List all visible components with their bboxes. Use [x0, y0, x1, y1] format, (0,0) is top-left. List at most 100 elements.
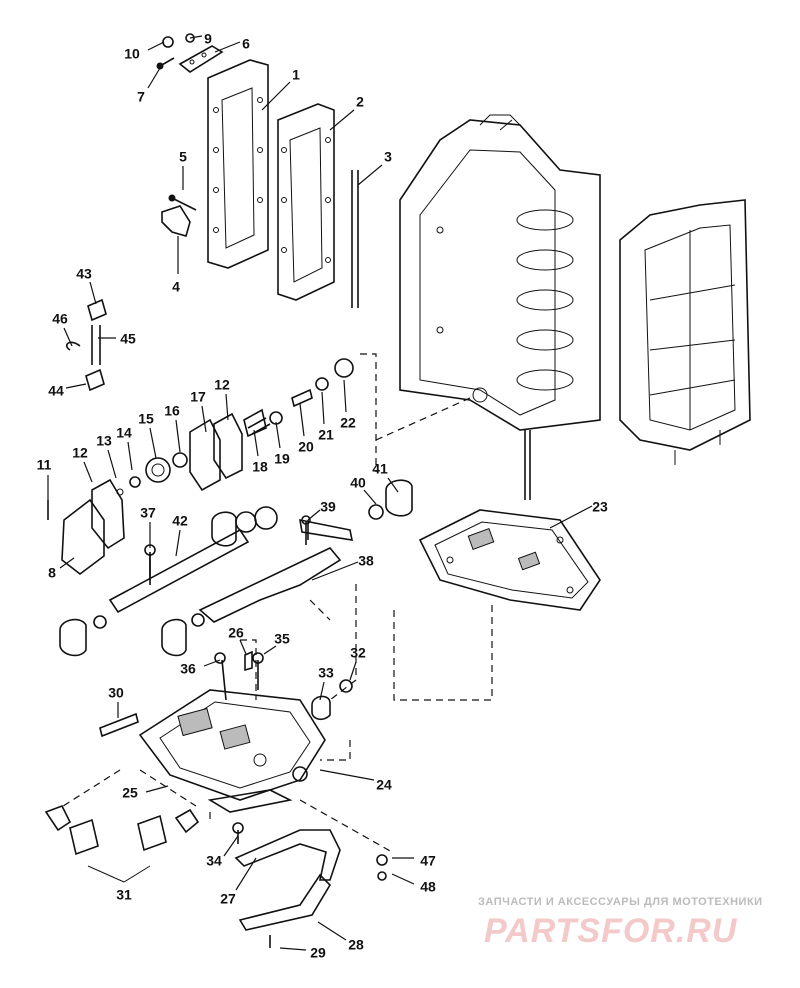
part-number-c33: 33 [318, 665, 334, 681]
part-number-c43: 43 [76, 266, 92, 282]
part-number-c35: 35 [274, 631, 290, 647]
callout-leader-c13 [107, 449, 117, 479]
callout-leader-c44 [65, 383, 87, 389]
callout-leader-c26 [239, 639, 247, 655]
part-number-c30: 30 [108, 685, 124, 701]
callout-leader-c15 [149, 427, 157, 459]
callout-leader-c29 [279, 947, 307, 951]
part-number-c11: 11 [37, 457, 52, 473]
part-number-c34: 34 [206, 853, 222, 869]
callout-leader-c40 [363, 489, 377, 505]
part-number-c29: 29 [310, 945, 326, 961]
part-number-c37: 37 [140, 505, 156, 521]
part-number-c4: 4 [172, 279, 180, 295]
callout-leader-c39 [307, 509, 321, 521]
shaft-assembly [59, 506, 278, 657]
callout-leader-c27 [235, 857, 257, 891]
callout-leader-c38 [311, 561, 359, 581]
part-number-c9: 9 [204, 31, 212, 47]
part-number-c47: 47 [420, 853, 436, 869]
dashed-assembly-lines [59, 353, 493, 853]
part-number-c19: 19 [274, 451, 290, 467]
callout-leader-c33 [319, 681, 325, 701]
part-number-c24: 24 [376, 777, 392, 793]
part-number-c21: 21 [318, 427, 334, 443]
callout-leader-c36 [203, 659, 221, 667]
part-number-c42: 42 [172, 513, 188, 529]
part-number-c14: 14 [116, 425, 132, 441]
part-number-c28: 28 [348, 937, 364, 953]
cylinder-block [399, 114, 601, 500]
part-number-c6: 6 [242, 36, 250, 52]
part-number-c27: 27 [220, 891, 236, 907]
crankcase-cover [619, 199, 751, 465]
part-number-c44: 44 [48, 383, 64, 399]
exhaust-cover-gasket [277, 103, 335, 301]
part-number-c13: 13 [96, 433, 112, 449]
part-number-c5: 5 [179, 149, 187, 165]
callout-leader-c12a [83, 461, 93, 483]
watermark-tagline: ЗАПЧАСТИ И АКСЕССУАРЫ ДЛЯ МОТОТЕХНИКИ [478, 896, 763, 908]
adapter-plate-gasket [418, 509, 601, 611]
callout-leader-c41 [387, 477, 399, 493]
callout-leader-c10 [147, 41, 165, 51]
callout-leader-c43 [89, 281, 97, 305]
exhaust-cover [207, 59, 269, 269]
callout-leader-c48 [391, 873, 415, 885]
part-number-c39: 39 [320, 499, 336, 515]
callout-leader-c7 [147, 67, 161, 89]
watermark-brand: PARTSFOR.RU [484, 912, 738, 950]
water-hoses [44, 804, 200, 883]
callout-leader-c17 [201, 405, 207, 433]
part-number-c46: 46 [52, 311, 68, 327]
callout-leader-c12b [225, 393, 229, 421]
part-number-c17: 17 [190, 389, 206, 405]
fittings [65, 298, 107, 392]
part-number-c41: 41 [372, 461, 388, 477]
callout-leader-c21 [321, 391, 325, 425]
callout-leader-c16 [175, 419, 181, 453]
callout-leader-c34 [223, 835, 239, 857]
callout-leader-c28 [317, 921, 347, 941]
part-number-c40: 40 [350, 475, 366, 491]
callout-leader-c25 [145, 785, 169, 793]
callout-leader-c8 [59, 557, 75, 569]
callout-leader-c3 [357, 164, 383, 186]
callout-leader-c9 [189, 35, 203, 39]
part-number-c48: 48 [420, 879, 436, 895]
part-number-c12b: 12 [214, 377, 230, 393]
callout-leader-c32 [349, 661, 357, 681]
part-number-c23: 23 [592, 499, 608, 515]
part-number-c25: 25 [122, 785, 138, 801]
callout-leader-c22 [343, 379, 347, 413]
callout-leaders [47, 35, 593, 951]
part-number-c1: 1 [292, 67, 300, 83]
part-number-c7: 7 [137, 89, 145, 105]
part-number-c22: 22 [340, 415, 356, 431]
part-number-c38: 38 [358, 553, 374, 569]
hose [351, 170, 359, 308]
part-number-c16: 16 [164, 403, 180, 419]
callout-leader-c14 [127, 441, 133, 471]
part-number-c32: 32 [350, 645, 366, 661]
part-number-c31: 31 [116, 887, 132, 903]
callout-leader-c6 [214, 41, 241, 53]
callout-leader-c2 [329, 109, 355, 131]
part-number-c26: 26 [228, 625, 244, 641]
callout-leader-c35 [263, 645, 277, 655]
part-number-c15: 15 [138, 411, 154, 427]
callout-leader-c20 [299, 403, 305, 437]
part-number-c10: 10 [124, 46, 140, 62]
watermark: ЗАПЧАСТИ И АКСЕССУАРЫ ДЛЯ МОТОТЕХНИКИ PA… [478, 896, 763, 950]
callout-leader-c18 [253, 429, 259, 457]
callout-leader-c1 [261, 81, 291, 111]
callout-leader-c24 [319, 769, 375, 781]
part-number-c36: 36 [180, 661, 196, 677]
callout-leader-c23 [549, 505, 593, 529]
lower-clamps [234, 829, 388, 948]
bracket-and-screw [161, 194, 197, 237]
part-number-c3: 3 [384, 149, 392, 165]
part-number-c20: 20 [298, 439, 314, 455]
